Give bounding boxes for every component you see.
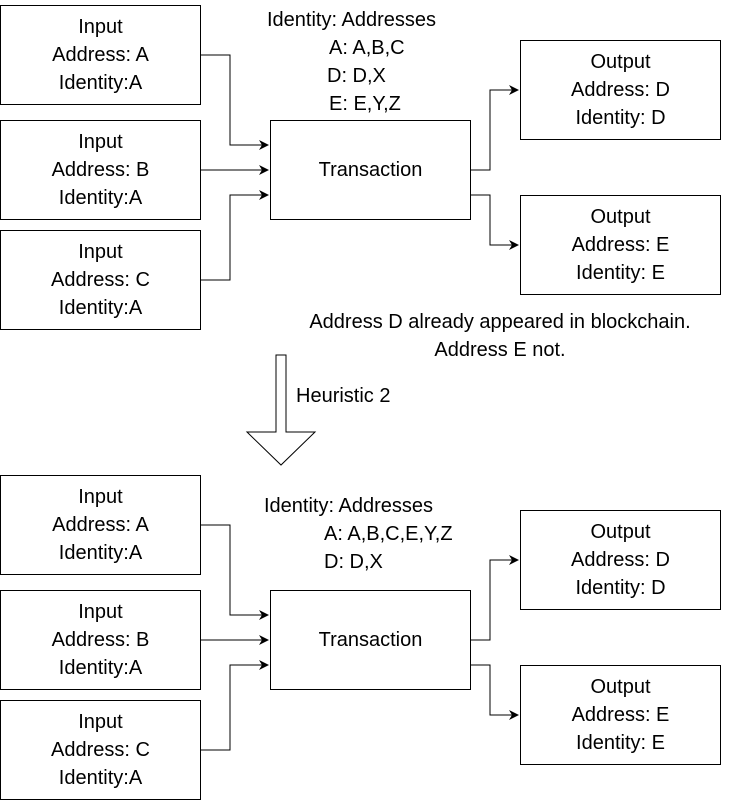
bottom-input-box-b: Input Address: B Identity:A [0,590,201,690]
identity-row: A: A,B,C,E,Y,Z [324,523,453,545]
input-title: Input [78,711,123,733]
input-address: Address: A [52,514,149,536]
output-title: Output [590,51,651,73]
input-identity: Identity:A [58,187,143,209]
heuristic-label: Heuristic 2 [296,385,391,407]
input-identity: Identity:A [58,297,143,319]
connector-bottom-output-d [470,555,519,641]
heuristic-arrow [245,354,317,466]
top-input-box-a: Input Address: A Identity:A [0,5,201,105]
identity-row: D: D,X [324,551,383,573]
input-address: Address: C [51,269,150,291]
transaction-label: Transaction [318,629,423,651]
input-identity: Identity:A [58,542,143,564]
output-address: Address: D [571,79,670,101]
connector-top-output-e [470,194,519,250]
output-title: Output [590,521,651,543]
connector-top-input-c [200,190,269,281]
output-address: Address: E [571,704,670,726]
identity-row: A: A,B,C [329,37,405,59]
output-title: Output [590,676,651,698]
top-transaction-box: Transaction [270,120,471,220]
output-identity: Identity: D [575,577,666,599]
input-title: Input [78,131,123,153]
connector-top-input-a [200,54,269,150]
transaction-label: Transaction [318,159,423,181]
bottom-output-box-e: Output Address: E Identity: E [520,665,721,765]
connector-bottom-input-a [200,524,269,620]
top-input-box-b: Input Address: B Identity:A [0,120,201,220]
identity-header: Identity: Addresses [264,495,433,517]
input-identity: Identity:A [58,72,143,94]
top-output-box-e: Output Address: E Identity: E [520,195,721,295]
note-line-1: Address D already appeared in blockchain… [309,311,691,333]
identity-row: D: D,X [327,65,386,87]
identity-header: Identity: Addresses [267,9,436,31]
input-identity: Identity:A [58,767,143,789]
output-address: Address: E [571,234,670,256]
top-output-box-d: Output Address: D Identity: D [520,40,721,140]
connector-top-output-d [470,85,519,171]
input-title: Input [78,601,123,623]
note-line-2: Address E not. [434,339,566,361]
top-input-box-c: Input Address: C Identity:A [0,230,201,330]
bottom-input-box-c: Input Address: C Identity:A [0,700,201,800]
top-identity-table: Identity: Addresses A: A,B,C D: D,X E: E… [267,6,436,118]
connector-bottom-output-e [470,664,519,720]
blockchain-note: Address D already appeared in blockchain… [270,308,730,364]
input-title: Input [78,16,123,38]
input-address: Address: B [51,159,150,181]
input-title: Input [78,241,123,263]
connector-bottom-input-c [200,660,269,751]
input-title: Input [78,486,123,508]
bottom-transaction-box: Transaction [270,590,471,690]
output-identity: Identity: E [576,262,665,284]
input-address: Address: C [51,739,150,761]
bottom-output-box-d: Output Address: D Identity: D [520,510,721,610]
bottom-input-box-a: Input Address: A Identity:A [0,475,201,575]
output-identity: Identity: D [575,107,666,129]
output-address: Address: D [571,549,670,571]
output-identity: Identity: E [576,732,665,754]
output-title: Output [590,206,651,228]
input-address: Address: A [52,44,149,66]
input-identity: Identity:A [58,657,143,679]
input-address: Address: B [51,629,150,651]
bottom-identity-table: Identity: Addresses A: A,B,C,E,Y,Z D: D,… [264,492,453,576]
identity-row: E: E,Y,Z [329,93,401,115]
